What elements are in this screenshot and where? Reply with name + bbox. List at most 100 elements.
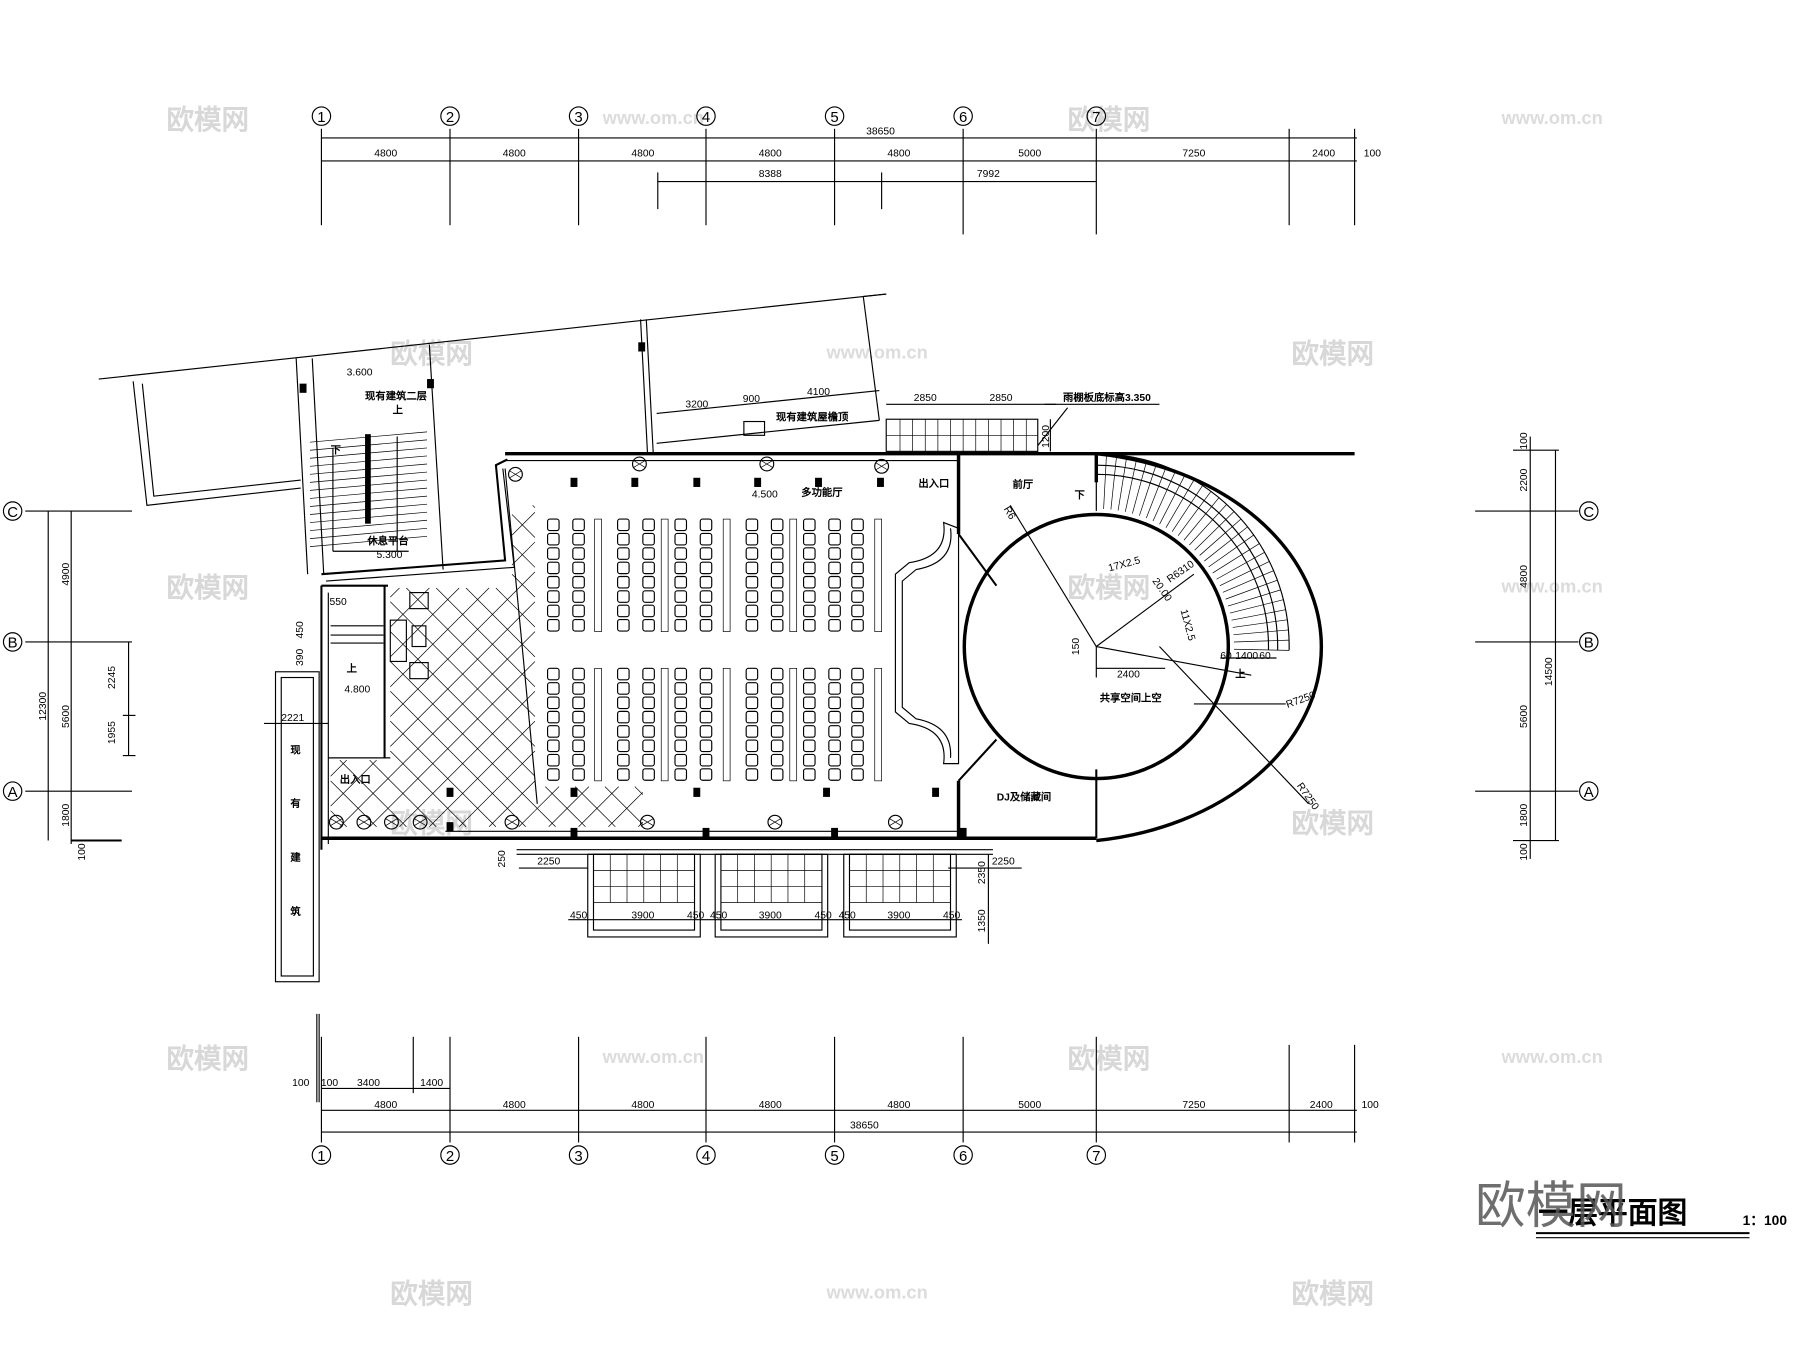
dim-label: 4800 bbox=[759, 1100, 782, 1111]
planter-icon bbox=[506, 818, 518, 826]
seat bbox=[745, 547, 759, 560]
seat bbox=[572, 575, 585, 589]
seat bbox=[802, 561, 816, 575]
seat bbox=[642, 682, 655, 695]
hatch-line bbox=[511, 544, 536, 568]
seat bbox=[642, 575, 655, 589]
structural-column bbox=[754, 477, 762, 487]
seat bbox=[547, 739, 560, 753]
column-bubble-label: 4 bbox=[702, 1148, 710, 1165]
dim-label: 2200 bbox=[1519, 468, 1530, 491]
brand-logo: 欧模网 bbox=[1475, 1177, 1627, 1234]
seat bbox=[699, 561, 713, 575]
dim-label: 7250 bbox=[1182, 1100, 1205, 1111]
row-bubble-b: B bbox=[1584, 635, 1594, 652]
dim-total: 38650 bbox=[866, 127, 895, 138]
column-bubble bbox=[440, 106, 460, 126]
dim-label: 4800 bbox=[503, 1100, 526, 1111]
row-bubble-b: B bbox=[8, 635, 18, 652]
seat bbox=[699, 739, 713, 753]
seat bbox=[547, 532, 560, 546]
dim-label: 900 bbox=[743, 394, 760, 405]
planter-icon bbox=[356, 814, 372, 830]
column-bubble bbox=[311, 1145, 332, 1165]
seat bbox=[851, 739, 864, 753]
stair-tread bbox=[1124, 457, 1138, 512]
watermark: www.om.cn bbox=[602, 107, 704, 128]
structural-column bbox=[959, 827, 967, 838]
structural-column bbox=[932, 787, 940, 797]
dim-label: 7992 bbox=[977, 169, 1000, 180]
seat bbox=[642, 561, 655, 575]
dim-label: 7250 bbox=[1182, 148, 1205, 159]
dim-label: 2400 bbox=[1312, 148, 1335, 159]
seat bbox=[802, 739, 816, 753]
dim-label: 250 bbox=[497, 850, 508, 867]
seat bbox=[745, 667, 759, 681]
seat bbox=[547, 518, 560, 532]
planter-icon bbox=[887, 814, 903, 830]
hatch-line bbox=[390, 631, 536, 777]
planter-icon bbox=[328, 814, 344, 830]
seat bbox=[572, 710, 585, 724]
row-bubble-c: C bbox=[1583, 504, 1594, 521]
dim-label: 2250 bbox=[537, 857, 560, 868]
dim-label: R6310 bbox=[1165, 559, 1196, 586]
seat bbox=[674, 725, 688, 738]
hatch-line bbox=[390, 720, 497, 827]
structural-column bbox=[631, 477, 639, 487]
canopy-note: 雨棚板底标高3.350 bbox=[1063, 391, 1151, 404]
table bbox=[789, 518, 798, 632]
table bbox=[594, 518, 602, 632]
dim-label: 1400 bbox=[420, 1078, 443, 1089]
stair-tread bbox=[1222, 570, 1274, 593]
dim-label: 3200 bbox=[685, 400, 708, 411]
column-bubble bbox=[953, 106, 973, 126]
hatch-line bbox=[578, 786, 619, 827]
structural-column bbox=[446, 822, 454, 832]
stair-tread bbox=[1219, 561, 1270, 587]
hatch-line bbox=[369, 759, 391, 782]
seat bbox=[802, 725, 816, 738]
seat bbox=[617, 590, 630, 603]
seat bbox=[770, 547, 784, 560]
seat bbox=[828, 604, 841, 618]
seat bbox=[572, 768, 585, 781]
hatch-line bbox=[511, 514, 536, 538]
planter-icon bbox=[768, 818, 781, 826]
staircase bbox=[309, 431, 428, 547]
stair-tread bbox=[1233, 629, 1289, 636]
planters bbox=[328, 456, 903, 830]
hatch-line bbox=[369, 805, 391, 827]
hatch-line bbox=[545, 786, 586, 827]
hatch-line bbox=[518, 571, 536, 589]
dim-label: 450 bbox=[687, 911, 704, 922]
seat bbox=[642, 739, 655, 753]
watermark: 欧模网 bbox=[390, 1278, 473, 1309]
seat bbox=[828, 753, 841, 767]
dim-label: 5600 bbox=[61, 705, 72, 728]
seat bbox=[699, 604, 713, 618]
column-bubble bbox=[1086, 106, 1107, 126]
stair-tread bbox=[1229, 599, 1284, 614]
dim-label: 1800 bbox=[1519, 804, 1530, 827]
hatch-line bbox=[488, 780, 536, 827]
seat bbox=[547, 561, 560, 575]
table bbox=[722, 518, 731, 632]
stair-tread bbox=[309, 519, 428, 531]
hatch-line bbox=[608, 792, 644, 827]
hatch-line bbox=[534, 805, 556, 827]
column-bubble-label: 5 bbox=[830, 109, 838, 126]
seat bbox=[642, 518, 655, 532]
seat bbox=[699, 667, 713, 681]
seat bbox=[547, 604, 560, 618]
seat bbox=[547, 667, 560, 681]
hatch-line bbox=[390, 587, 520, 717]
seat bbox=[770, 667, 784, 681]
elevation-label: 3.600 bbox=[347, 368, 373, 379]
seat bbox=[745, 753, 759, 767]
table bbox=[874, 667, 882, 782]
seat bbox=[745, 618, 759, 632]
planter-icon bbox=[760, 460, 773, 468]
